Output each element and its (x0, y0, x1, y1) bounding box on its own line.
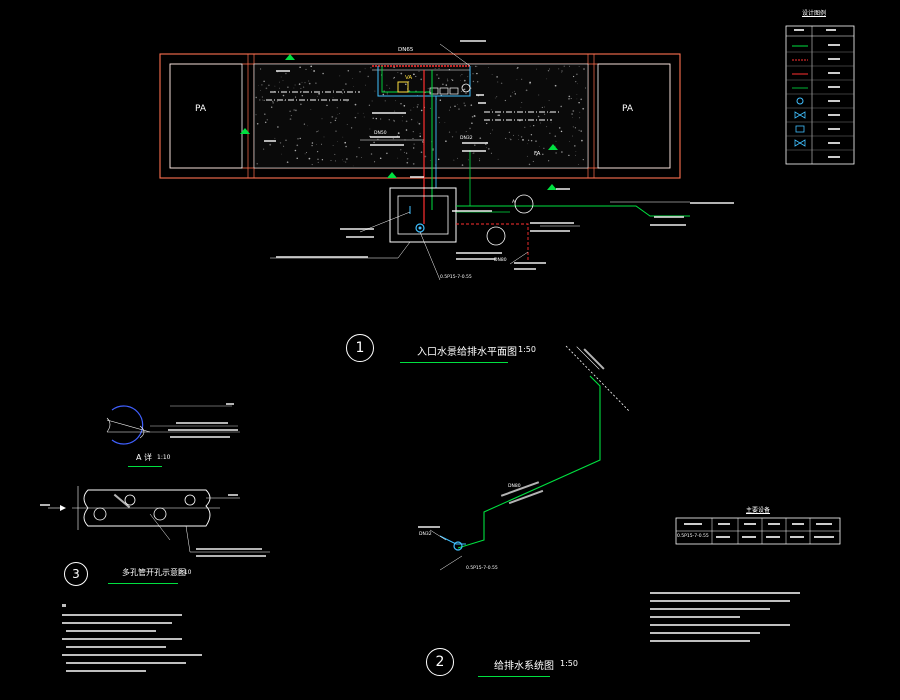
system-pump-spec: 0.5P15-7-0.55 (466, 566, 498, 571)
plan-scale: 1:50 (518, 345, 536, 354)
legend (785, 25, 855, 165)
a-detail-underline (128, 466, 162, 467)
equipment-row-model: 0.5P15-7-0.55 (677, 534, 709, 539)
porous-pipe-detail (48, 486, 270, 553)
system-diagram (429, 345, 631, 571)
plan-title-underline (400, 362, 508, 363)
equipment-table-title: 主要设备 (746, 507, 771, 514)
pa-left-label: PA (195, 104, 207, 114)
tag-va: VA (405, 75, 413, 81)
detail-title-underline (108, 583, 178, 584)
pool-area (253, 63, 589, 169)
detail-title: 多孔管开孔示意图 (122, 568, 186, 577)
detail-number-circle: 3 (64, 562, 88, 586)
plan-view (159, 43, 690, 281)
general-notes-right (650, 592, 800, 642)
system-title: 给排水系统图 (494, 661, 554, 672)
plan-title: 入口水景给排水平面图 (417, 347, 517, 358)
a-detail-scale: 1:10 (157, 454, 171, 461)
plan-detail-a-mark: A (512, 200, 516, 205)
plan-number-circle: 1 (346, 334, 374, 362)
plan-dn-top: DN65 (398, 47, 414, 53)
detail-number: 3 (72, 567, 80, 581)
pa-left-box (169, 63, 243, 169)
pa-right-label: PA (622, 104, 634, 114)
pump-pit-outer (389, 187, 457, 243)
a-detail (106, 405, 240, 445)
pool-gravel-texture (255, 65, 587, 167)
equipment-table (675, 517, 841, 545)
a-detail-title: A 详 (136, 453, 153, 462)
plan-dn50: DN50 (374, 131, 387, 136)
plan-annotations (264, 40, 734, 270)
general-notes-left (62, 604, 202, 672)
system-title-underline (478, 676, 550, 677)
plan-dn32: DN32 (460, 136, 473, 141)
system-dn32: DN32 (419, 532, 432, 537)
plan-dn80: DN80 (494, 258, 507, 263)
system-number-circle: 2 (426, 648, 454, 676)
tag-fa: FA (534, 151, 541, 157)
detail-annotations (40, 403, 266, 557)
system-annotations (418, 348, 605, 528)
pa-right-box (597, 63, 671, 169)
detail-scale: 1:10 (178, 569, 192, 576)
pump-pit-inner (397, 195, 449, 235)
system-number: 2 (435, 654, 445, 670)
plan-pump-spec: 0.5P15-7-0.55 (440, 275, 472, 280)
system-dn80: DN80 (508, 484, 521, 489)
system-scale: 1:50 (560, 659, 578, 668)
legend-title: 设计图例 (802, 10, 827, 17)
plan-number: 1 (355, 340, 365, 356)
